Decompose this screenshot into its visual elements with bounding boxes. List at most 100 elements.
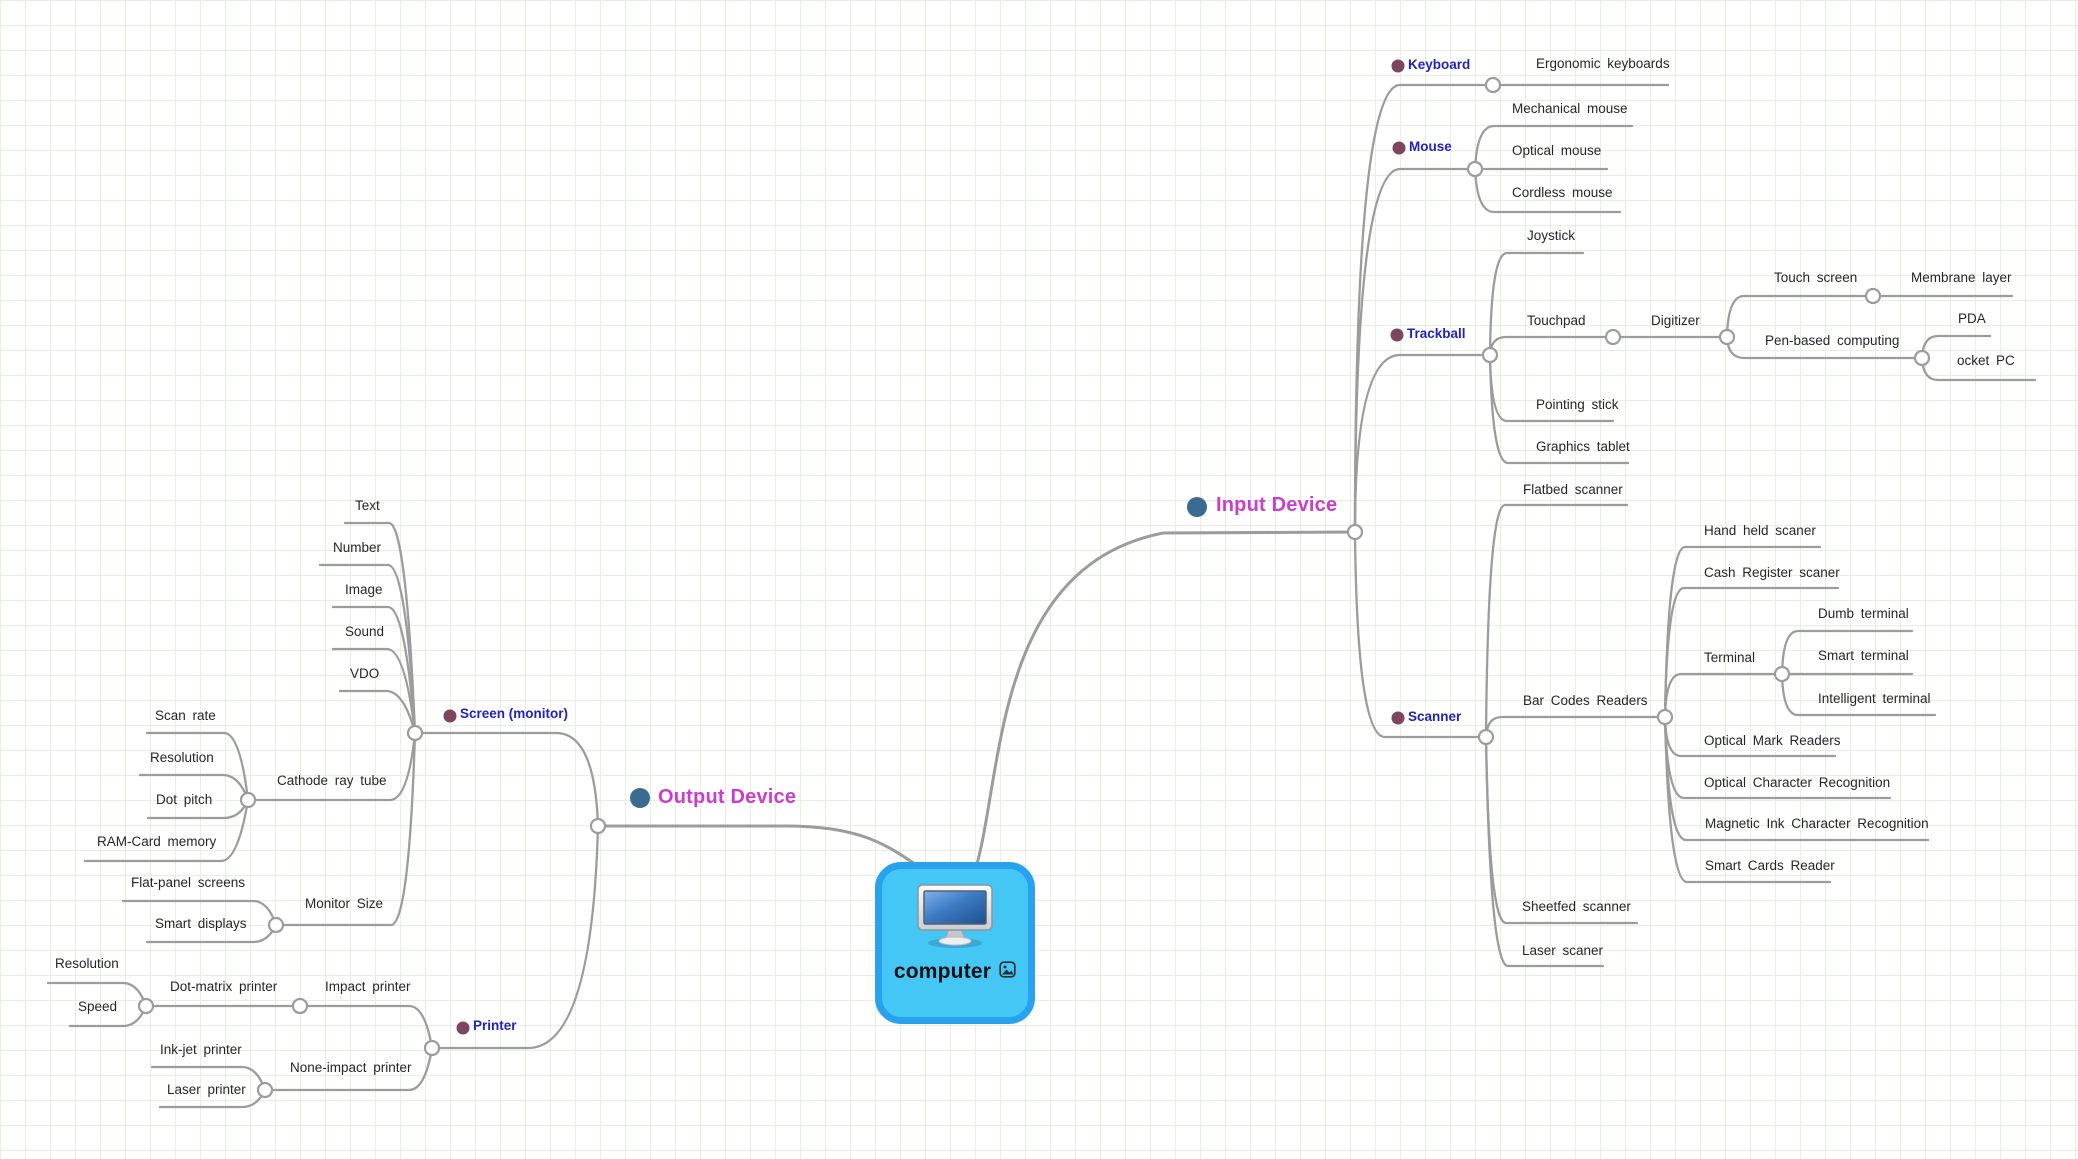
collapse-handle[interactable] bbox=[239, 791, 257, 809]
impact-printer-branch-line bbox=[298, 1004, 434, 1050]
topic-flat-panel-screens[interactable]: Flat-panel screens bbox=[131, 875, 246, 890]
topic-resolution-screen[interactable]: Resolution bbox=[150, 750, 214, 765]
topic-dot-matrix-printer[interactable]: Dot-matrix printer bbox=[170, 979, 278, 994]
topic-impact-printer[interactable]: Impact printer bbox=[325, 979, 411, 994]
topic-touchpad[interactable]: Touchpad bbox=[1527, 313, 1586, 328]
output-device-branch-line bbox=[603, 824, 920, 868]
root-topic-computer[interactable]: computer bbox=[875, 862, 1035, 1024]
collapse-handle[interactable] bbox=[1466, 160, 1484, 178]
topic-cash-register-scaner[interactable]: Cash Register scaner bbox=[1704, 565, 1840, 580]
topic-printer[interactable]: Printer bbox=[473, 1018, 517, 1033]
topic-number[interactable]: Number bbox=[333, 540, 382, 555]
topic-terminal[interactable]: Terminal bbox=[1704, 650, 1756, 665]
cathode-ray-tube-branch-line bbox=[246, 731, 417, 802]
collapse-handle[interactable] bbox=[137, 997, 155, 1015]
topic-ergonomic-keyboards[interactable]: Ergonomic keyboards bbox=[1536, 56, 1670, 71]
topic-bar-codes-readers[interactable]: Bar Codes Readers bbox=[1523, 693, 1648, 708]
topic-mouse[interactable]: Mouse bbox=[1409, 139, 1452, 154]
dumb-terminal-branch-line bbox=[1780, 629, 1914, 676]
laser-scaner-branch-line bbox=[1484, 735, 1605, 968]
topic-none-impact-printer[interactable]: None-impact printer bbox=[290, 1060, 412, 1075]
topic-smart-displays[interactable]: Smart displays bbox=[155, 916, 247, 931]
topic-optical-mouse[interactable]: Optical mouse bbox=[1512, 143, 1602, 158]
topic-laser-scaner[interactable]: Laser scaner bbox=[1522, 943, 1604, 958]
collapse-handle[interactable] bbox=[1864, 287, 1882, 305]
cash-register-scaner-branch-line bbox=[1663, 586, 1840, 719]
topic-monitor-size[interactable]: Monitor Size bbox=[305, 896, 384, 911]
collapse-handle[interactable] bbox=[1656, 708, 1674, 726]
topic-pen-based-computing[interactable]: Pen-based computing bbox=[1765, 333, 1900, 348]
topic-image[interactable]: Image bbox=[345, 582, 383, 597]
topic-vdo[interactable]: VDO bbox=[350, 666, 380, 681]
collapse-handle[interactable] bbox=[1773, 665, 1791, 683]
smart-cards-reader-branch-line bbox=[1663, 715, 1832, 884]
topic-smart-terminal[interactable]: Smart terminal bbox=[1818, 648, 1909, 663]
topic-magnetic-ink-character-recognition[interactable]: Magnetic Ink Character Recognition bbox=[1705, 816, 1929, 831]
topic-optical-character-recognition[interactable]: Optical Character Recognition bbox=[1704, 775, 1891, 790]
screen-monitor-marker-dot bbox=[443, 709, 457, 723]
topic-ram-card-memory[interactable]: RAM-Card memory bbox=[97, 834, 217, 849]
trackball-marker-dot bbox=[1390, 328, 1404, 342]
topic-mechanical-mouse[interactable]: Mechanical mouse bbox=[1512, 101, 1628, 116]
topic-optical-mark-readers[interactable]: Optical Mark Readers bbox=[1704, 733, 1841, 748]
topic-text[interactable]: Text bbox=[355, 498, 380, 513]
topic-trackball[interactable]: Trackball bbox=[1407, 326, 1466, 341]
collapse-handle[interactable] bbox=[1913, 349, 1931, 367]
topic-screen-monitor[interactable]: Screen (monitor) bbox=[460, 706, 569, 721]
topic-ink-jet-printer[interactable]: Ink-jet printer bbox=[160, 1042, 242, 1057]
sound-branch-line bbox=[331, 647, 417, 735]
printer-marker-dot bbox=[456, 1021, 470, 1035]
collapse-handle[interactable] bbox=[291, 997, 309, 1015]
collapse-handle[interactable] bbox=[589, 817, 607, 835]
collapse-handle[interactable] bbox=[423, 1039, 441, 1057]
flatbed-scanner-branch-line bbox=[1484, 503, 1629, 739]
vdo-branch-line bbox=[338, 689, 417, 735]
collapse-handle[interactable] bbox=[267, 916, 285, 934]
mechanical-mouse-branch-line bbox=[1473, 124, 1634, 171]
topic-output-device[interactable]: Output Device bbox=[658, 786, 797, 808]
collapse-handle[interactable] bbox=[1604, 328, 1622, 346]
photo-attachment-icon[interactable] bbox=[999, 961, 1016, 983]
topic-pda[interactable]: PDA bbox=[1958, 311, 1986, 326]
topic-speed[interactable]: Speed bbox=[78, 999, 118, 1014]
topic-input-device[interactable]: Input Device bbox=[1216, 494, 1338, 516]
topic-sheetfed-scanner[interactable]: Sheetfed scanner bbox=[1522, 899, 1631, 914]
collapse-handle[interactable] bbox=[1346, 523, 1364, 541]
computer-monitor-image bbox=[913, 883, 997, 954]
topic-keyboard[interactable]: Keyboard bbox=[1408, 57, 1471, 72]
collapse-handle[interactable] bbox=[1718, 328, 1736, 346]
topic-flatbed-scanner[interactable]: Flatbed scanner bbox=[1523, 482, 1623, 497]
collapse-handle[interactable] bbox=[1477, 728, 1495, 746]
topic-graphics-tablet[interactable]: Graphics tablet bbox=[1536, 439, 1630, 454]
collapse-handle[interactable] bbox=[1481, 346, 1499, 364]
scanner-marker-dot bbox=[1391, 711, 1405, 725]
scan-rate-branch-line bbox=[145, 731, 250, 802]
ram-card-memory-branch-line bbox=[83, 798, 250, 863]
keyboard-marker-dot bbox=[1391, 59, 1405, 73]
topic-hand-held-scaner[interactable]: Hand held scaner bbox=[1704, 523, 1816, 538]
collapse-handle[interactable] bbox=[256, 1081, 274, 1099]
collapse-handle[interactable] bbox=[1484, 76, 1502, 94]
topic-intelligent-terminal[interactable]: Intelligent terminal bbox=[1818, 691, 1931, 706]
topic-touch-screen[interactable]: Touch screen bbox=[1774, 270, 1858, 285]
topic-smart-cards-reader[interactable]: Smart Cards Reader bbox=[1705, 858, 1835, 873]
mouse-branch-line bbox=[1353, 167, 1477, 534]
collapse-handle[interactable] bbox=[406, 724, 424, 742]
topic-digitizer[interactable]: Digitizer bbox=[1651, 313, 1700, 328]
printer-branch-line bbox=[430, 824, 600, 1050]
topic-scanner[interactable]: Scanner bbox=[1408, 709, 1462, 724]
topic-scan-rate[interactable]: Scan rate bbox=[155, 708, 216, 723]
topic-resolution-printer[interactable]: Resolution bbox=[55, 956, 119, 971]
topic-laser-printer[interactable]: Laser printer bbox=[167, 1082, 246, 1097]
topic-dot-pitch[interactable]: Dot pitch bbox=[156, 792, 213, 807]
topic-cordless-mouse[interactable]: Cordless mouse bbox=[1512, 185, 1613, 200]
topic-membrane-layer[interactable]: Membrane layer bbox=[1911, 270, 2012, 285]
topic-pointing-stick[interactable]: Pointing stick bbox=[1536, 397, 1619, 412]
topic-ocket-pc[interactable]: ocket PC bbox=[1957, 353, 2015, 368]
topic-joystick[interactable]: Joystick bbox=[1527, 228, 1576, 243]
topic-cathode-ray-tube[interactable]: Cathode ray tube bbox=[277, 773, 387, 788]
input-device-branch-line bbox=[975, 530, 1357, 866]
topic-sound[interactable]: Sound bbox=[345, 624, 385, 639]
topic-dumb-terminal[interactable]: Dumb terminal bbox=[1818, 606, 1909, 621]
